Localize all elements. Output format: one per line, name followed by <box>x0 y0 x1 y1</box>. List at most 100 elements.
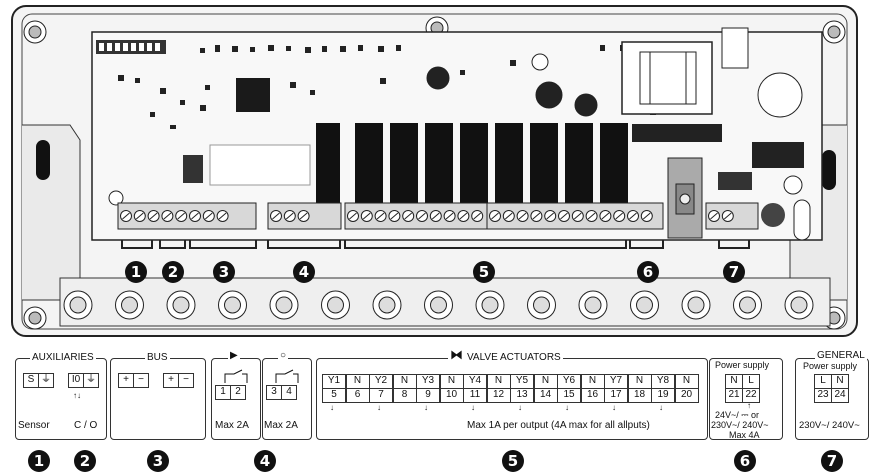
arrow-icon: ↑↓ <box>73 391 81 400</box>
valve-terminal-number: 10 <box>439 388 464 403</box>
power-line-1: 24V~/ ⎓ or <box>715 410 759 420</box>
terminal-ground: ⏚ <box>38 373 54 388</box>
valve-terminal-number: 12 <box>486 388 511 403</box>
arrow-icon: ↑ <box>747 401 751 410</box>
badge-4: 4 <box>293 261 315 283</box>
valve-terminal-number: 16 <box>580 388 605 403</box>
relay-terminal-1: 1 <box>215 385 231 400</box>
legend-badge-6: 6 <box>734 450 756 472</box>
valve-terminal-label: Y3 <box>416 374 440 389</box>
relay-terminal-3: 3 <box>266 385 282 400</box>
relay-2-max: Max 2A <box>264 420 298 431</box>
bus-panel <box>110 358 206 440</box>
general-terminal-23: 23 <box>814 388 832 403</box>
relay-switch-icon-2 <box>275 369 299 383</box>
valve-terminal-label: N <box>627 374 652 389</box>
legend-badge-4: 4 <box>254 450 276 472</box>
relay-switch-icon <box>224 369 248 383</box>
general-terminal-n: N <box>831 374 849 389</box>
valve-terminal-label: N <box>486 374 511 389</box>
arrow-down-icon: ↓ <box>612 403 616 412</box>
badge-5: 5 <box>473 261 495 283</box>
play-icon: ▶ <box>228 350 240 361</box>
arrow-down-icon: ↓ <box>424 403 428 412</box>
valve-terminal-label: Y6 <box>557 374 581 389</box>
valve-terminal-label: Y7 <box>604 374 628 389</box>
power-terminal-l: L <box>742 374 760 389</box>
valve-terminal-number: 6 <box>345 388 370 403</box>
circle-icon: ○ <box>278 350 289 361</box>
legend-badge-5: 5 <box>502 450 524 472</box>
valve-terminal-label: N <box>674 374 699 389</box>
valve-terminal-label: Y5 <box>510 374 534 389</box>
bus-minus-2: − <box>178 373 194 388</box>
bus-plus-1: + <box>118 373 134 388</box>
power-supply-panel <box>709 358 783 440</box>
sensor-label: Sensor <box>18 420 50 431</box>
power-line-2: 230V~/ 240V~ <box>711 420 769 430</box>
terminal-s: S <box>23 373 39 388</box>
general-voltage: 230V~/ 240V~ <box>799 420 860 431</box>
terminal-screws <box>120 210 734 222</box>
relay-terminal-2: 2 <box>230 385 246 400</box>
arrow-down-icon: ↓ <box>330 403 334 412</box>
valve-terminal-number: 15 <box>557 388 581 403</box>
power-line-3: Max 4A <box>729 430 760 440</box>
relay-1-max: Max 2A <box>215 420 249 431</box>
valve-terminal-label: N <box>345 374 370 389</box>
valve-terminal-number: 20 <box>674 388 699 403</box>
badge-6: 6 <box>637 261 659 283</box>
general-terminal-24: 24 <box>831 388 849 403</box>
valve-terminal-label: N <box>533 374 558 389</box>
valve-terminal-label: N <box>392 374 417 389</box>
legend-badge-7: 7 <box>821 450 843 472</box>
valve-terminal-number: 17 <box>604 388 628 403</box>
valve-terminal-label: Y2 <box>369 374 393 389</box>
legend-badge-1: 1 <box>28 450 50 472</box>
general-title: GENERAL <box>815 350 867 361</box>
valve-terminal-label: Y4 <box>463 374 487 389</box>
valve-terminal-label: Y1 <box>322 374 346 389</box>
arrow-down-icon: ↓ <box>565 403 569 412</box>
badge-2: 2 <box>162 261 184 283</box>
bus-minus-1: − <box>133 373 149 388</box>
co-label: C / O <box>74 420 98 431</box>
arrow-down-icon: ↓ <box>659 403 663 412</box>
valve-terminal-number: 8 <box>392 388 417 403</box>
badge-3: 3 <box>213 261 235 283</box>
valve-terminal-number: 13 <box>510 388 534 403</box>
valve-terminal-number: 19 <box>651 388 675 403</box>
relay-terminal-4: 4 <box>281 385 297 400</box>
bus-title: BUS <box>145 352 170 363</box>
valve-terminal-number: 5 <box>322 388 346 403</box>
bus-plus-2: + <box>163 373 179 388</box>
valve-terminal-number: 18 <box>627 388 652 403</box>
valve-actuators-title: VALVE ACTUATORS <box>465 352 563 363</box>
badge-1: 1 <box>125 261 147 283</box>
power-supply-title: Power supply <box>715 360 770 370</box>
arrow-down-icon: ↓ <box>471 403 475 412</box>
valve-terminal-number: 7 <box>369 388 393 403</box>
valve-terminal-label: N <box>439 374 464 389</box>
controller-board-diagram <box>11 5 858 337</box>
valve-note: Max 1A per output (4A max for all allput… <box>467 420 650 431</box>
valve-icon: ⧓ <box>448 347 465 363</box>
arrow-down-icon: ↓ <box>377 403 381 412</box>
valve-terminal-label: N <box>580 374 605 389</box>
legend-badge-3: 3 <box>147 450 169 472</box>
valve-terminal-number: 14 <box>533 388 558 403</box>
power-terminal-21: 21 <box>725 388 743 403</box>
general-subtitle: Power supply <box>803 361 858 371</box>
terminal-ground-2: ⏚ <box>83 373 99 388</box>
power-terminal-n: N <box>725 374 743 389</box>
valve-terminal-number: 11 <box>463 388 487 403</box>
power-terminal-22: 22 <box>742 388 760 403</box>
terminal-i0: I0 <box>68 373 84 388</box>
badge-7: 7 <box>723 261 745 283</box>
legend-badge-2: 2 <box>74 450 96 472</box>
valve-terminal-label: Y8 <box>651 374 675 389</box>
cable-glands <box>63 290 814 320</box>
valve-terminal-number: 9 <box>416 388 440 403</box>
auxiliaries-title: AUXILIARIES <box>30 352 96 363</box>
general-terminal-l: L <box>814 374 832 389</box>
